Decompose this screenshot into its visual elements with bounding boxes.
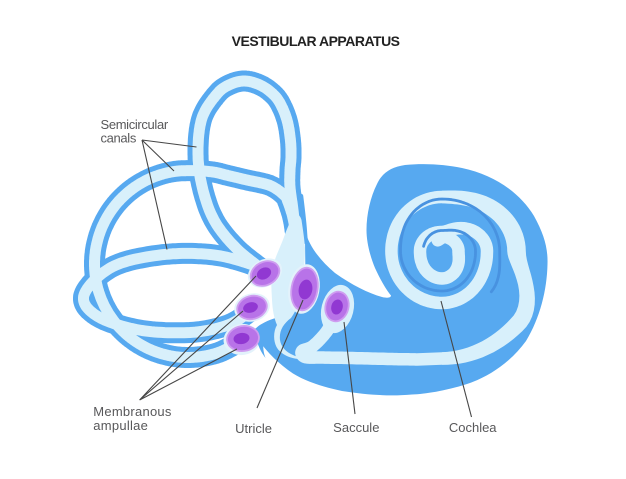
svg-text:ampullae: ampullae [93, 418, 148, 433]
svg-text:Cochlea: Cochlea [449, 420, 497, 435]
svg-text:Utricle: Utricle [235, 421, 272, 436]
svg-text:Semicircular: Semicircular [101, 117, 169, 132]
svg-text:Saccule: Saccule [333, 420, 379, 435]
svg-text:VESTIBULAR APPARATUS: VESTIBULAR APPARATUS [232, 33, 400, 49]
svg-text:Membranous: Membranous [93, 404, 172, 419]
svg-text:canals: canals [101, 131, 137, 146]
